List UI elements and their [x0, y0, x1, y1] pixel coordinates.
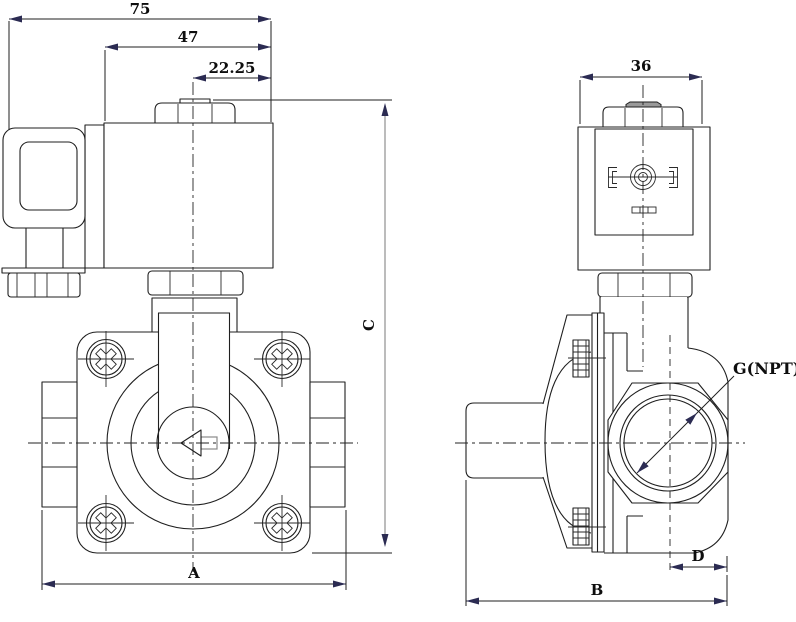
plate-slot [631, 206, 657, 214]
casting-waist-curve [544, 351, 592, 534]
coil-top-cap-side [625, 101, 662, 108]
left-port-hex [41, 381, 78, 508]
lower-shoulder [542, 476, 592, 549]
connector-plate [1, 267, 86, 274]
coil-body-side [577, 126, 711, 271]
terminal-clip-right [669, 167, 678, 188]
top-step [604, 332, 643, 372]
valve-body-side [465, 312, 729, 554]
right-port-hex [309, 381, 346, 508]
coil-bottom-nut [147, 270, 244, 296]
cable-gland [7, 272, 81, 298]
valve-body-front [41, 297, 346, 554]
din-connector [1, 124, 105, 298]
thread-major-circle [619, 394, 717, 492]
phillips-screws [78, 331, 310, 551]
coil-front [103, 98, 274, 296]
coil-top-cap [179, 98, 211, 104]
dim-36: 36 [579, 57, 703, 124]
dim-D: D [670, 547, 728, 572]
connector-face [19, 141, 78, 211]
upper-shoulder [542, 314, 592, 405]
inlet-pipe [465, 402, 543, 479]
coil-body [103, 122, 274, 269]
dim-47-label: 47 [178, 28, 199, 46]
dim-B-label: B [591, 581, 604, 599]
dim-arrow-right [258, 15, 271, 23]
coil-label-plate [594, 128, 694, 236]
port-thread-callout: G(NPT) [636, 359, 796, 474]
coil-top-nut [154, 102, 236, 124]
flange-plate [591, 312, 605, 553]
flange-screw-top [568, 339, 606, 378]
bottom-step [604, 515, 643, 554]
thread-label: G(NPT) [733, 359, 796, 378]
dim-75-label: 75 [130, 0, 151, 18]
connector-neck [25, 227, 64, 269]
stem-fill [159, 314, 229, 448]
side-centerlines [455, 85, 745, 571]
dim-A: A [41, 510, 347, 590]
screw-top-left [78, 331, 134, 387]
dim-D-label: D [691, 547, 704, 565]
dim-22-25: 22.25 [193, 59, 271, 82]
dim-75: 75 [8, 0, 272, 130]
dim-47: 47 [105, 28, 271, 51]
dim-arrow-left [9, 15, 22, 23]
dim-A-label: A [187, 564, 200, 582]
dim-C: C [213, 99, 392, 554]
front-view: 75 47 22.25 [1, 0, 392, 590]
dim-36-label: 36 [631, 57, 652, 75]
coil-side [577, 101, 711, 348]
dim-C-label: C [360, 319, 378, 331]
flange-screw-bottom [568, 507, 606, 546]
body-right-profile [613, 347, 729, 554]
connector-mount-strip [84, 124, 105, 269]
terminal-clip-left [608, 167, 617, 188]
side-view: 36 [455, 57, 796, 606]
dim-2225-label: 22.25 [209, 59, 256, 77]
screw-bottom-left [78, 495, 134, 551]
stem-fill-side [601, 297, 687, 345]
screw-top-right [254, 331, 310, 387]
dim-B: B [465, 480, 728, 606]
front-centerlines [28, 82, 358, 572]
coil-bottom-nut-side [597, 272, 693, 298]
screw-bottom-right [254, 495, 310, 551]
